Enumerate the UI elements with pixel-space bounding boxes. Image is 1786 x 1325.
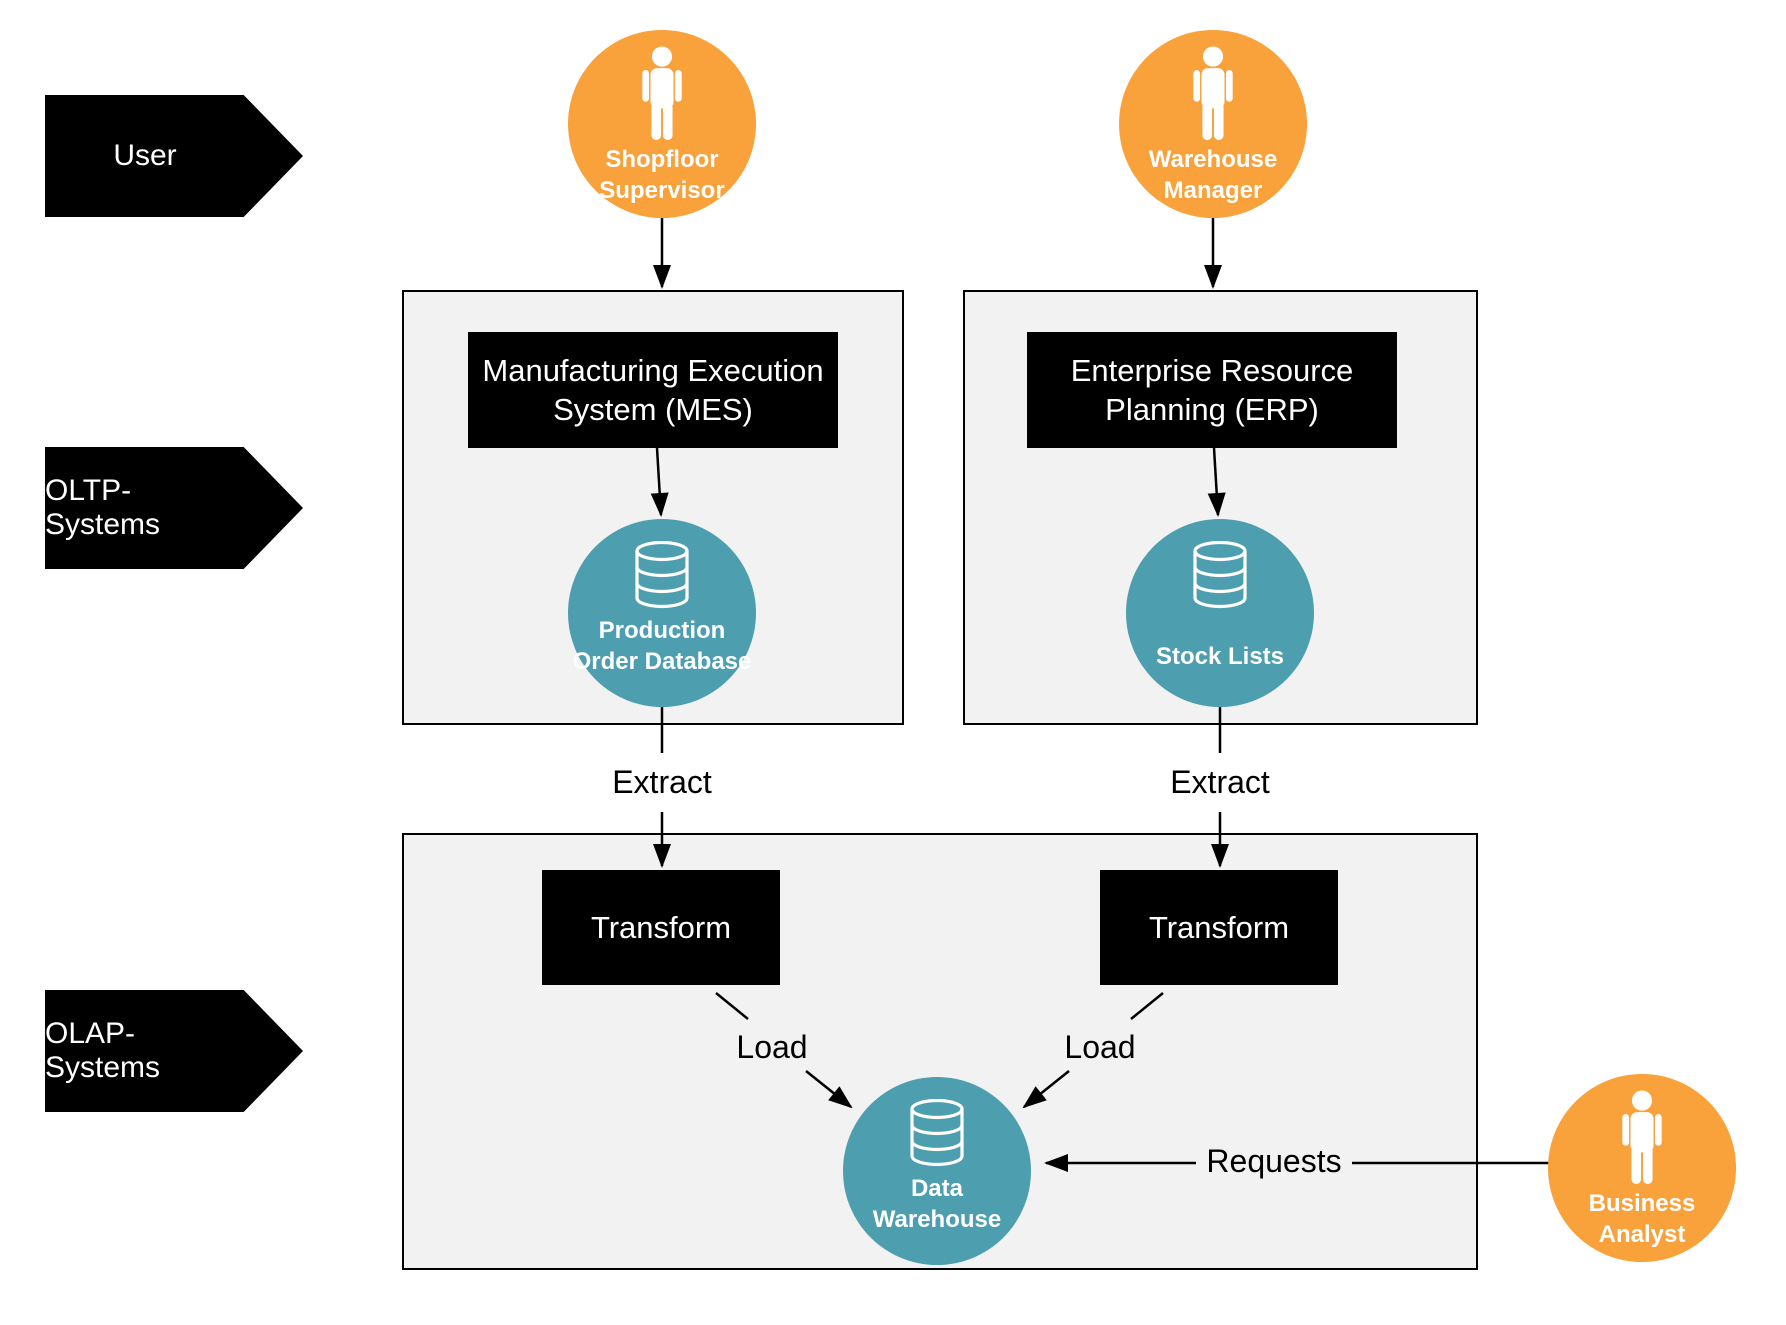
- person-icon: [642, 46, 682, 141]
- db-production-order-database: Production Order Database: [568, 519, 756, 707]
- database-cylinder-icon: [1193, 541, 1247, 609]
- actor-label-line2: Manager: [1163, 177, 1263, 204]
- actor-label-line1: Business: [1588, 1190, 1696, 1217]
- actor-label: Shopfloor Supervisor: [599, 144, 724, 206]
- database-cylinder-icon: [910, 1099, 964, 1167]
- flow-label-extract-left: Extract: [562, 764, 762, 801]
- db-label: Stock Lists: [1156, 641, 1284, 672]
- db-stock-lists: Stock Lists: [1126, 519, 1314, 707]
- actor-label-line1: Shopfloor: [605, 146, 719, 173]
- actor-label-line2: Supervisor: [599, 177, 725, 204]
- db-label-line2: Warehouse: [872, 1206, 1002, 1233]
- row-label-oltp-systems: OLTP-Systems: [45, 447, 303, 569]
- mes-label-line2: System (MES): [553, 392, 753, 427]
- row-label-oltp-text: OLTP-Systems: [45, 474, 161, 541]
- actor-label: Warehouse Manager: [1149, 144, 1277, 206]
- db-label-line2: Order Database: [572, 648, 752, 675]
- database-cylinder-icon: [635, 541, 689, 609]
- db-label-line1: Stock Lists: [1155, 643, 1285, 670]
- flow-label-load-left: Load: [672, 1029, 872, 1066]
- extract-left-text: Extract: [612, 764, 712, 800]
- row-label-olap-text: OLAP-Systems: [45, 1017, 161, 1084]
- mes-label-line1: Manufacturing Execution: [482, 353, 824, 388]
- flow-label-extract-right: Extract: [1120, 764, 1320, 801]
- row-label-user-text: User: [113, 139, 177, 172]
- actor-label: Business Analyst: [1589, 1188, 1696, 1250]
- actor-label-line1: Warehouse: [1148, 146, 1278, 173]
- extract-right-text: Extract: [1170, 764, 1270, 800]
- requests-text: Requests: [1206, 1143, 1342, 1179]
- db-label: Production Order Database: [573, 615, 752, 677]
- db-label-line1: Production: [598, 617, 726, 644]
- erp-label-line2: Planning (ERP): [1105, 392, 1319, 427]
- row-label-olap-systems: OLAP-Systems: [45, 990, 303, 1112]
- db-data-warehouse: Data Warehouse: [843, 1077, 1031, 1265]
- actor-warehouse-manager: Warehouse Manager: [1119, 30, 1307, 218]
- db-label: Data Warehouse: [873, 1173, 1001, 1235]
- load-left-text: Load: [736, 1029, 808, 1065]
- system-box-mes: Manufacturing Execution System (MES): [468, 332, 838, 448]
- actor-label-line2: Analyst: [1598, 1221, 1686, 1248]
- transform-right-label: Transform: [1148, 910, 1290, 945]
- transform-box-right: Transform: [1100, 870, 1338, 985]
- row-label-user: User: [45, 95, 303, 217]
- person-icon: [1193, 46, 1233, 141]
- flow-label-requests: Requests: [1174, 1143, 1374, 1180]
- erp-label-line1: Enterprise Resource: [1070, 353, 1354, 388]
- actor-business-analyst: Business Analyst: [1548, 1074, 1736, 1262]
- flow-label-load-right: Load: [1000, 1029, 1200, 1066]
- actor-shopfloor-supervisor: Shopfloor Supervisor: [568, 30, 756, 218]
- transform-box-left: Transform: [542, 870, 780, 985]
- load-right-text: Load: [1064, 1029, 1136, 1065]
- db-label-line1: Data: [910, 1175, 963, 1202]
- system-box-erp: Enterprise Resource Planning (ERP): [1027, 332, 1397, 448]
- transform-left-label: Transform: [590, 910, 732, 945]
- person-icon: [1622, 1090, 1662, 1185]
